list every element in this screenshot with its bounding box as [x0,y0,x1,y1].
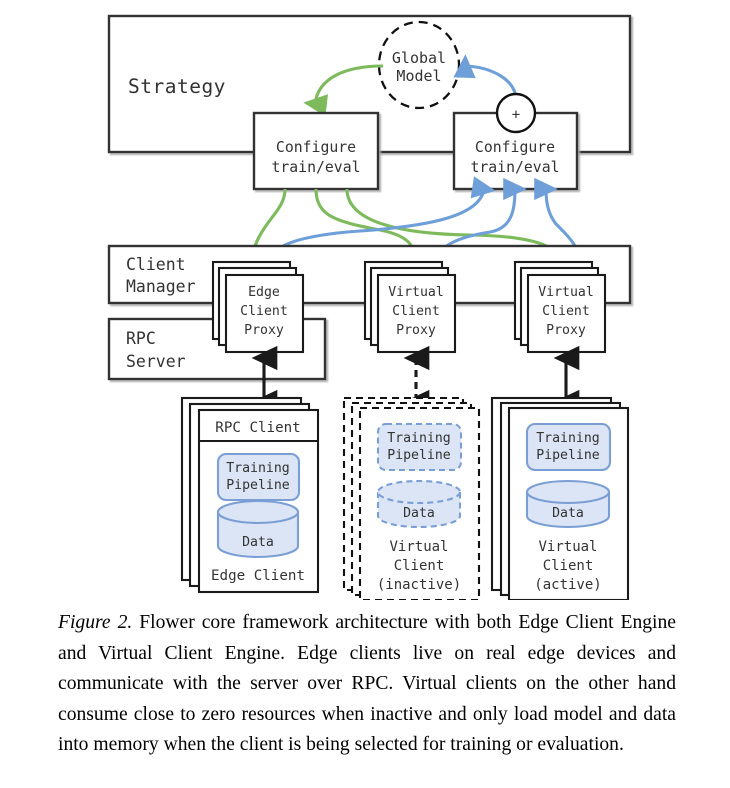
virtual-client-inactive-stack: Training Pipeline Data Virtual Client (i… [342,396,481,600]
virtual-client-proxy-2-line3: Proxy [546,323,586,338]
rpc-server-box: RPC Server [107,317,327,381]
edge-client-proxy-line2: Client [240,304,288,319]
virtual-client-proxy-1-line3: Proxy [396,323,436,338]
edge-client-footer: Edge Client [211,568,305,584]
virtual-client-proxy-stack-2: Virtual Client Proxy [513,260,607,354]
virtual-client-proxy-2-line2: Client [542,304,590,319]
virtual-active-training-pipeline-line2: Pipeline [536,448,600,463]
virtual-active-data-label: Data [552,506,584,521]
edge-training-pipeline-line1: Training [226,461,290,476]
edge-client-proxy-line1: Edge [248,285,280,300]
edge-client-proxy-stack: Edge Client Proxy [211,260,305,354]
green-flow-model-to-configure [303,64,384,117]
virtual-inactive-footer-line3: (inactive) [377,577,461,593]
edge-training-pipeline-line2: Pipeline [226,478,290,493]
figure-caption-label: Figure 2. [58,612,133,633]
architecture-diagram: Strategy Global Model Configure train/ev… [107,14,632,600]
configure-left-line1: Configure [276,139,356,156]
edge-client-stack: RPC Client Training Pipeline Data Edge C… [180,396,320,594]
global-model-label-line2: Model [396,67,441,85]
virtual-inactive-training-pipeline-line1: Training [387,431,451,446]
figure-caption-text: Flower core framework architecture with … [58,612,676,756]
virtual-client-proxy-2-line1: Virtual [538,285,594,300]
configure-left-line2: train/eval [271,159,360,176]
virtual-inactive-data-label: Data [403,506,435,521]
configure-train-eval-left-box: Configure train/eval [252,111,380,191]
virtual-active-footer-line1: Virtual [538,539,597,555]
global-model-node: Global Model [377,20,461,110]
virtual-inactive-data-cylinder: Data [376,479,462,529]
aggregate-plus-symbol: + [512,107,520,123]
rpc-server-line2: Server [126,352,186,371]
virtual-client-proxy-1-line2: Client [392,304,440,319]
edge-data-cylinder: Data [216,499,300,559]
virtual-active-footer-line2: Client [543,558,594,574]
virtual-active-training-pipeline-shape [525,422,612,472]
virtual-inactive-footer-line1: Virtual [389,539,448,555]
virtual-client-active-stack: Training Pipeline Data Virtual Client (a… [490,396,630,600]
strategy-label: Strategy [128,75,226,98]
virtual-active-footer-line3: (active) [534,577,601,593]
client-manager-line2: Manager [126,277,196,296]
virtual-inactive-training-pipeline-line2: Pipeline [387,448,451,463]
virtual-active-data-cylinder: Data [525,479,611,529]
configure-right-line2: train/eval [470,159,559,176]
aggregate-plus-node: + [495,92,537,134]
configure-right-line1: Configure [475,139,555,156]
virtual-client-proxy-stack-1: Virtual Client Proxy [363,260,457,354]
edge-data-label: Data [242,535,274,550]
virtual-inactive-training-pipeline-shape [376,422,463,472]
virtual-active-training-pipeline-line1: Training [536,431,600,446]
virtual-client-proxy-1-line1: Virtual [388,285,444,300]
virtual-inactive-footer-line2: Client [394,558,445,574]
global-model-label-line1: Global [392,49,446,67]
figure-caption: Figure 2. Flower core framework architec… [58,608,676,761]
edge-client-rpc-header: RPC Client [215,420,300,436]
rpc-server-line1: RPC [126,329,156,348]
client-manager-line1: Client [126,255,186,274]
edge-client-proxy-line3: Proxy [244,323,284,338]
